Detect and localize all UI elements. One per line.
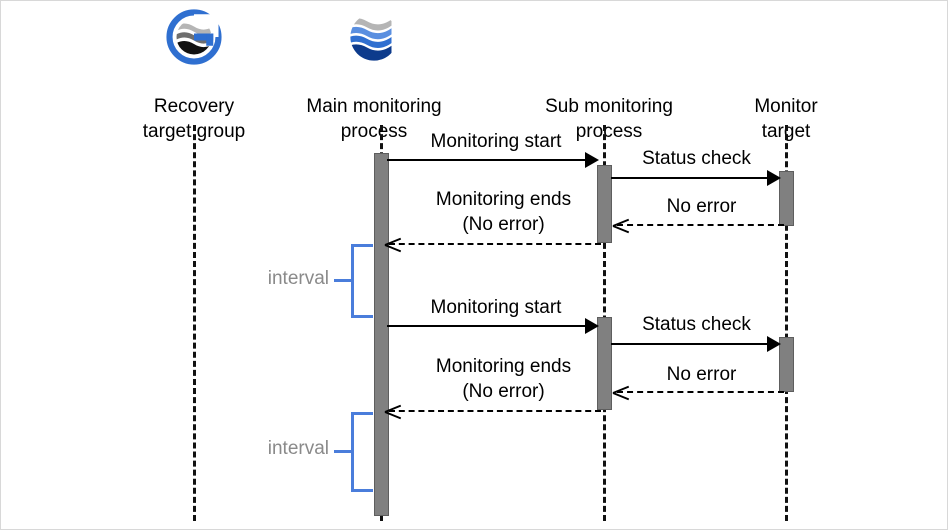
activation-sub-monitoring-process-2 [597, 317, 612, 410]
message-label-status-check-2: Status check [642, 314, 751, 335]
interval-brace-2 [351, 412, 373, 492]
activation-sub-monitoring-process-1 [597, 165, 612, 243]
message-line-status-check-2 [611, 343, 770, 345]
message-line-no-error-1 [617, 224, 784, 226]
message-label-monitoring-ends-1: Monitoring ends (No error) [435, 189, 572, 235]
message-line-monitoring-ends-1 [389, 243, 601, 245]
message-line-status-check-1 [611, 177, 770, 179]
activation-monitor-target-2 [779, 337, 794, 392]
arrow-head-monitoring-ends-2 [385, 403, 401, 419]
message-label-status-check-1: Status check [642, 148, 751, 169]
interval-brace-nub-2 [334, 450, 354, 453]
g-globe-logo-icon [166, 9, 222, 65]
message-label-monitoring-start-1: Monitoring start [430, 131, 562, 152]
participant-main-monitoring-process: Main monitoring process [289, 69, 459, 169]
participant-recovery-target-group: Recovery target group [114, 69, 274, 169]
globe-logo-icon [350, 13, 398, 61]
message-line-monitoring-ends-2 [389, 410, 601, 412]
participant-label: Recovery target group [142, 96, 246, 142]
arrow-head-no-error-1 [613, 217, 629, 233]
arrow-head-status-check-1 [767, 170, 781, 186]
arrow-head-monitoring-ends-1 [385, 236, 401, 252]
arrow-head-status-check-2 [767, 336, 781, 352]
lifeline-recovery-target-group [193, 125, 196, 521]
participant-label: Main monitoring process [306, 96, 442, 142]
lifeline-monitor-target [785, 125, 788, 521]
arrow-head-monitoring-start-2 [585, 318, 599, 334]
participant-sub-monitoring-process: Sub monitoring process [524, 69, 694, 169]
message-label-monitoring-ends-2: Monitoring ends (No error) [435, 356, 572, 402]
message-line-monitoring-start-1 [387, 159, 587, 161]
participant-label: Sub monitoring process [545, 96, 673, 142]
message-label-no-error-1: No error [666, 196, 737, 217]
interval-label-1: interval [267, 268, 329, 289]
interval-label-2: interval [267, 438, 329, 459]
interval-brace-1 [351, 244, 373, 318]
arrow-head-no-error-2 [613, 384, 629, 400]
activation-monitor-target-1 [779, 171, 794, 226]
message-label-monitoring-start-2: Monitoring start [430, 297, 562, 318]
arrow-head-monitoring-start-1 [585, 152, 599, 168]
message-line-no-error-2 [617, 391, 784, 393]
interval-brace-nub-1 [334, 279, 354, 282]
message-label-no-error-2: No error [666, 364, 737, 385]
message-line-monitoring-start-2 [387, 325, 587, 327]
activation-main-monitoring-process [374, 153, 389, 516]
